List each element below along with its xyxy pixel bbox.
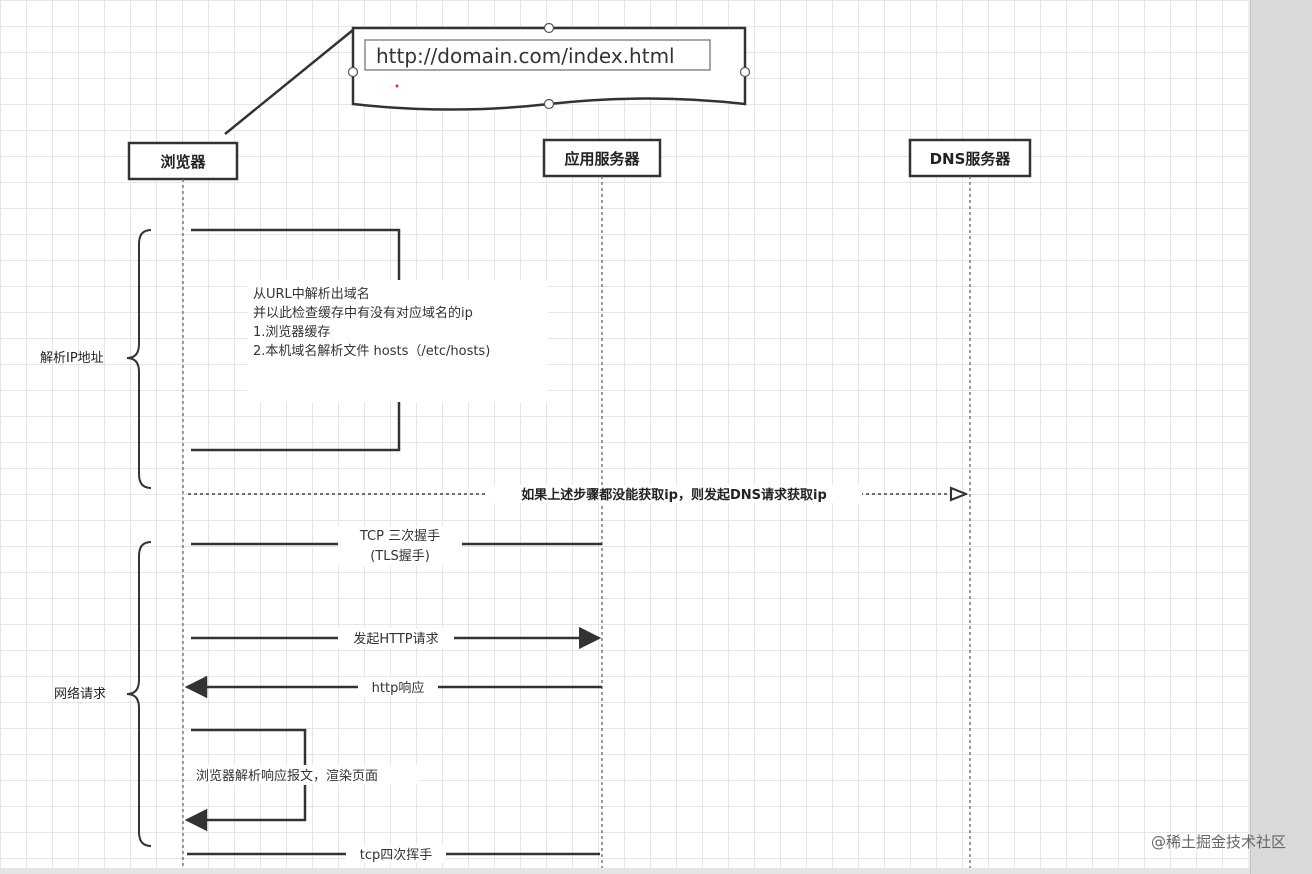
self-loop-parse-url[interactable]: 从URL中解析出域名 并以此检查缓存中有没有对应域名的ip 1.浏览器缓存 2.…: [191, 228, 548, 452]
message-tls-handshake-label: (TLS握手): [370, 549, 430, 564]
cursor-dot: [395, 84, 399, 88]
url-callout[interactable]: http://domain.com/index.html: [224, 22, 751, 135]
sequence-diagram: http://domain.com/index.html 浏览器 应用服务器 D…: [40, 22, 1032, 868]
url-text: http://domain.com/index.html: [376, 44, 675, 68]
phase-network-request-label: 网络请求: [54, 686, 106, 702]
participant-dns-server-label: DNS服务器: [930, 150, 1012, 168]
url-textbox[interactable]: [364, 39, 711, 71]
participant-browser-label: 浏览器: [160, 153, 206, 171]
watermark: @稀土掘金技术社区: [1150, 833, 1286, 851]
resize-handle-bottom[interactable]: [543, 98, 555, 110]
message-http-response[interactable]: http响应: [184, 675, 602, 699]
participant-dns-server[interactable]: DNS服务器: [908, 138, 1032, 178]
resize-handle-top[interactable]: [543, 22, 555, 34]
bottom-scrollbar[interactable]: [0, 868, 1250, 874]
message-http-response-label: http响应: [372, 680, 425, 696]
note-parse-url: 从URL中解析出域名 并以此检查缓存中有没有对应域名的ip 1.浏览器缓存 2.…: [253, 286, 490, 359]
participant-browser[interactable]: 浏览器: [127, 141, 239, 181]
message-tcp-close[interactable]: tcp四次挥手: [187, 845, 600, 863]
callout-pointer-line: [224, 29, 354, 135]
participant-app-server[interactable]: 应用服务器: [542, 138, 662, 178]
resize-handle-left[interactable]: [347, 66, 359, 78]
message-tcp-handshake-label: TCP 三次握手: [359, 528, 440, 544]
participant-app-server-label: 应用服务器: [564, 150, 640, 168]
message-dns-request[interactable]: 如果上述步骤都没能获取ip，则发起DNS请求获取ip: [188, 485, 966, 503]
message-tcp-close-label: tcp四次挥手: [360, 847, 433, 863]
brace-network-request: [126, 541, 152, 847]
phase-resolve-ip-label: 解析IP地址: [40, 351, 104, 366]
self-loop-render[interactable]: 浏览器解析响应报文，渲染页面: [184, 728, 420, 832]
message-http-request-label: 发起HTTP请求: [353, 631, 438, 647]
message-tcp-handshake[interactable]: TCP 三次握手 (TLS握手): [191, 526, 602, 566]
message-dns-request-label: 如果上述步骤都没能获取ip，则发起DNS请求获取ip: [521, 487, 827, 503]
right-panel-scrollbar[interactable]: [1250, 0, 1312, 874]
message-http-request[interactable]: 发起HTTP请求: [191, 626, 602, 650]
brace-resolve-ip: [126, 229, 152, 489]
resize-handle-right[interactable]: [739, 66, 751, 78]
note-render: 浏览器解析响应报文，渲染页面: [196, 768, 378, 784]
